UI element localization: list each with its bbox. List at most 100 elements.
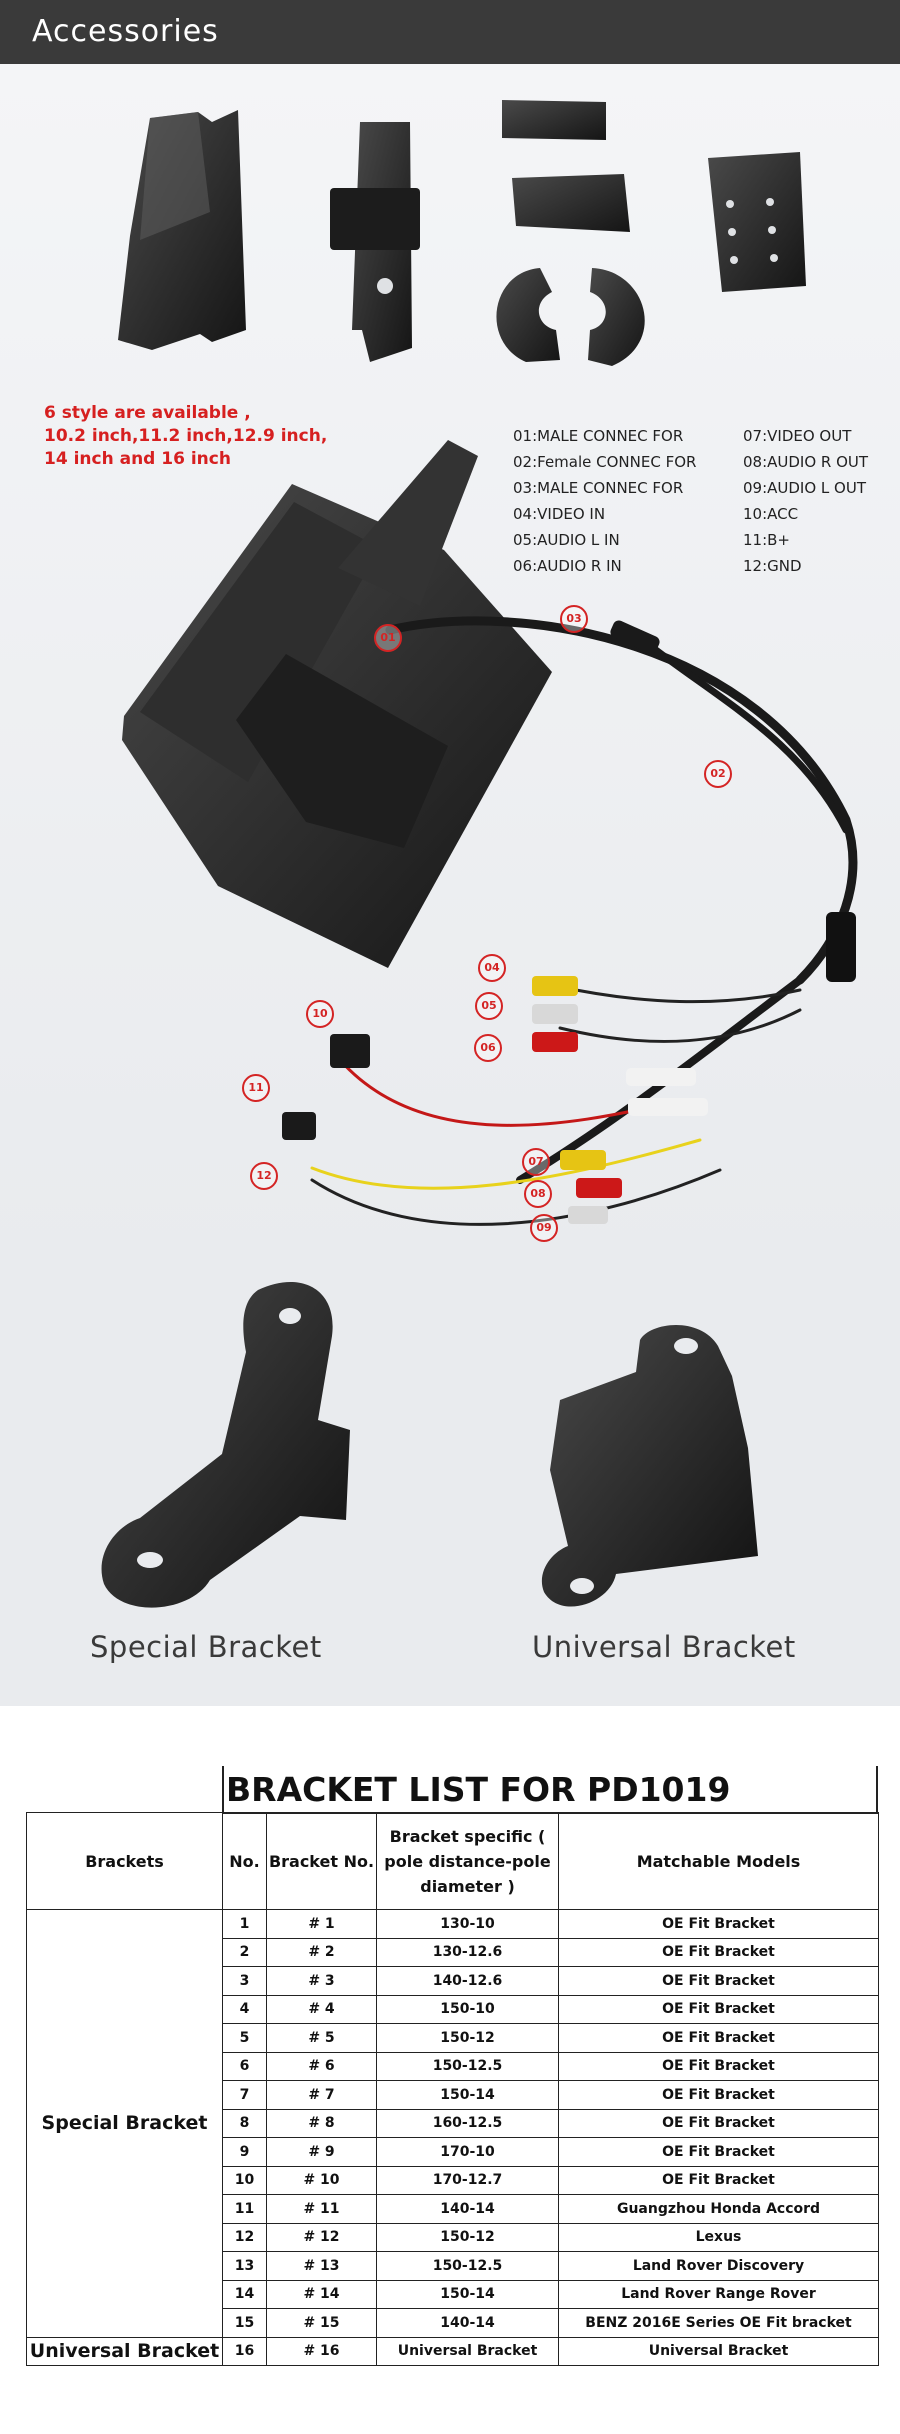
monitor-clamp: [338, 440, 478, 606]
connector-legend-item: 09:AUDIO L OUT: [743, 479, 867, 497]
universal-bracket-hole: [570, 1578, 594, 1594]
cell-no: 2: [222, 1937, 267, 1967]
cell-models: Guangzhou Honda Accord: [558, 2194, 879, 2224]
cover-part-highlight: [140, 112, 210, 240]
cell-models: OE Fit Bracket: [558, 2023, 879, 2053]
cell-bracket-no: # 10: [266, 2165, 377, 2195]
rca-red-out: [576, 1178, 622, 1198]
special-bracket-shape: [101, 1281, 350, 1608]
rca-red-white-in: [532, 1004, 578, 1024]
sizes-line: 10.2 inch,11.2 inch,12.9 inch,: [44, 426, 328, 446]
rca-red-in: [532, 1032, 578, 1052]
callout-marker: 08: [524, 1180, 552, 1208]
cell-bracket-no: # 15: [266, 2308, 377, 2338]
cell-bracket-no: # 14: [266, 2279, 377, 2309]
perforated-plate-part: [708, 152, 806, 292]
cell-spec: 140-12.6: [376, 1966, 559, 1996]
cell-spec: 130-10: [376, 1909, 559, 1939]
connector-cable-02: [644, 640, 850, 834]
cell-bracket-no: # 11: [266, 2194, 377, 2224]
cell-bracket-no: # 6: [266, 2051, 377, 2081]
universal-bracket-shape: [541, 1325, 758, 1607]
cell-models: OE Fit Bracket: [558, 2051, 879, 2081]
cell-spec: 140-14: [376, 2308, 559, 2338]
rca-yellow-in: [532, 976, 578, 996]
universal-bracket-hole: [674, 1338, 698, 1354]
special-bracket-hole: [137, 1552, 163, 1568]
cell-no: 6: [222, 2051, 267, 2081]
cell-spec: 150-14: [376, 2080, 559, 2110]
middle-plate-part: [512, 174, 630, 232]
cell-models: OE Fit Bracket: [558, 2080, 879, 2110]
cell-no: 14: [222, 2279, 267, 2309]
cell-spec: 130-12.6: [376, 1937, 559, 1967]
cell-models: OE Fit Bracket: [558, 2165, 879, 2195]
cell-spec: 150-10: [376, 1994, 559, 2024]
callout-marker: 06: [474, 1034, 502, 1062]
callout-marker: 09: [530, 1214, 558, 1242]
cell-spec: 150-14: [376, 2279, 559, 2309]
section-header: Accessories: [0, 0, 900, 64]
cell-models: Lexus: [558, 2222, 879, 2252]
cell-bracket-no: # 7: [266, 2080, 377, 2110]
callout-marker: 10: [306, 1000, 334, 1028]
cell-bracket-no: # 16: [266, 2336, 377, 2366]
brackets-illustration: [101, 1281, 758, 1608]
cell-bracket-no: # 3: [266, 1966, 377, 1996]
cell-spec: 160-12.5: [376, 2108, 559, 2138]
inline-plug: [826, 912, 856, 982]
cell-spec: 150-12: [376, 2222, 559, 2252]
group-cell: Universal Bracket: [26, 2336, 223, 2366]
cell-models: Land Rover Discovery: [558, 2251, 879, 2281]
cell-spec: 140-14: [376, 2194, 559, 2224]
bracket-list-title: BRACKET LIST FOR PD1019: [226, 1770, 731, 1809]
callout-marker: 04: [478, 954, 506, 982]
white-plug-2: [628, 1098, 708, 1116]
sizes-line: 14 inch and 16 inch: [44, 449, 231, 469]
cell-spec: 170-12.7: [376, 2165, 559, 2195]
cell-models: OE Fit Bracket: [558, 2137, 879, 2167]
connector-legend-item: 03:MALE CONNEC FOR: [513, 479, 684, 497]
cell-no: 5: [222, 2023, 267, 2053]
cell-bracket-no: # 8: [266, 2108, 377, 2138]
cell-no: 12: [222, 2222, 267, 2252]
cell-no: 1: [222, 1909, 267, 1939]
cell-models: OE Fit Bracket: [558, 1994, 879, 2024]
group-cell: Special Bracket: [26, 1909, 223, 2338]
bracket-list-table: Brackets No. Bracket No. Bracket specifi…: [26, 1812, 879, 2366]
connector-legend-item: 06:AUDIO R IN: [513, 557, 622, 575]
cell-models: Universal Bracket: [558, 2336, 879, 2366]
black-wire: [310, 1168, 722, 1226]
cell-no: 8: [222, 2108, 267, 2138]
audio-wire: [558, 1008, 802, 1043]
cell-no: 13: [222, 2251, 267, 2281]
title-border-left: [222, 1766, 224, 1814]
rca-yellow-out: [560, 1150, 606, 1170]
connector-legend-item: 08:AUDIO R OUT: [743, 453, 869, 471]
cell-bracket-no: # 5: [266, 2023, 377, 2053]
header-no: No.: [222, 1812, 267, 1910]
callout-marker: 12: [250, 1162, 278, 1190]
header-models: Matchable Models: [558, 1812, 879, 1910]
cell-models: OE Fit Bracket: [558, 2108, 879, 2138]
monitor-cradle: [236, 654, 448, 848]
b-plus-connector: [282, 1112, 316, 1140]
connector-legend-item: 07:VIDEO OUT: [743, 427, 852, 445]
cell-no: 9: [222, 2137, 267, 2167]
cell-no: 11: [222, 2194, 267, 2224]
cell-bracket-no: # 2: [266, 1937, 377, 1967]
strap-hole: [377, 278, 393, 294]
accessories-illustration: [118, 100, 858, 1226]
strap-band: [330, 188, 420, 250]
cell-models: OE Fit Bracket: [558, 1937, 879, 1967]
cell-no: 10: [222, 2165, 267, 2195]
cell-bracket-no: # 9: [266, 2137, 377, 2167]
